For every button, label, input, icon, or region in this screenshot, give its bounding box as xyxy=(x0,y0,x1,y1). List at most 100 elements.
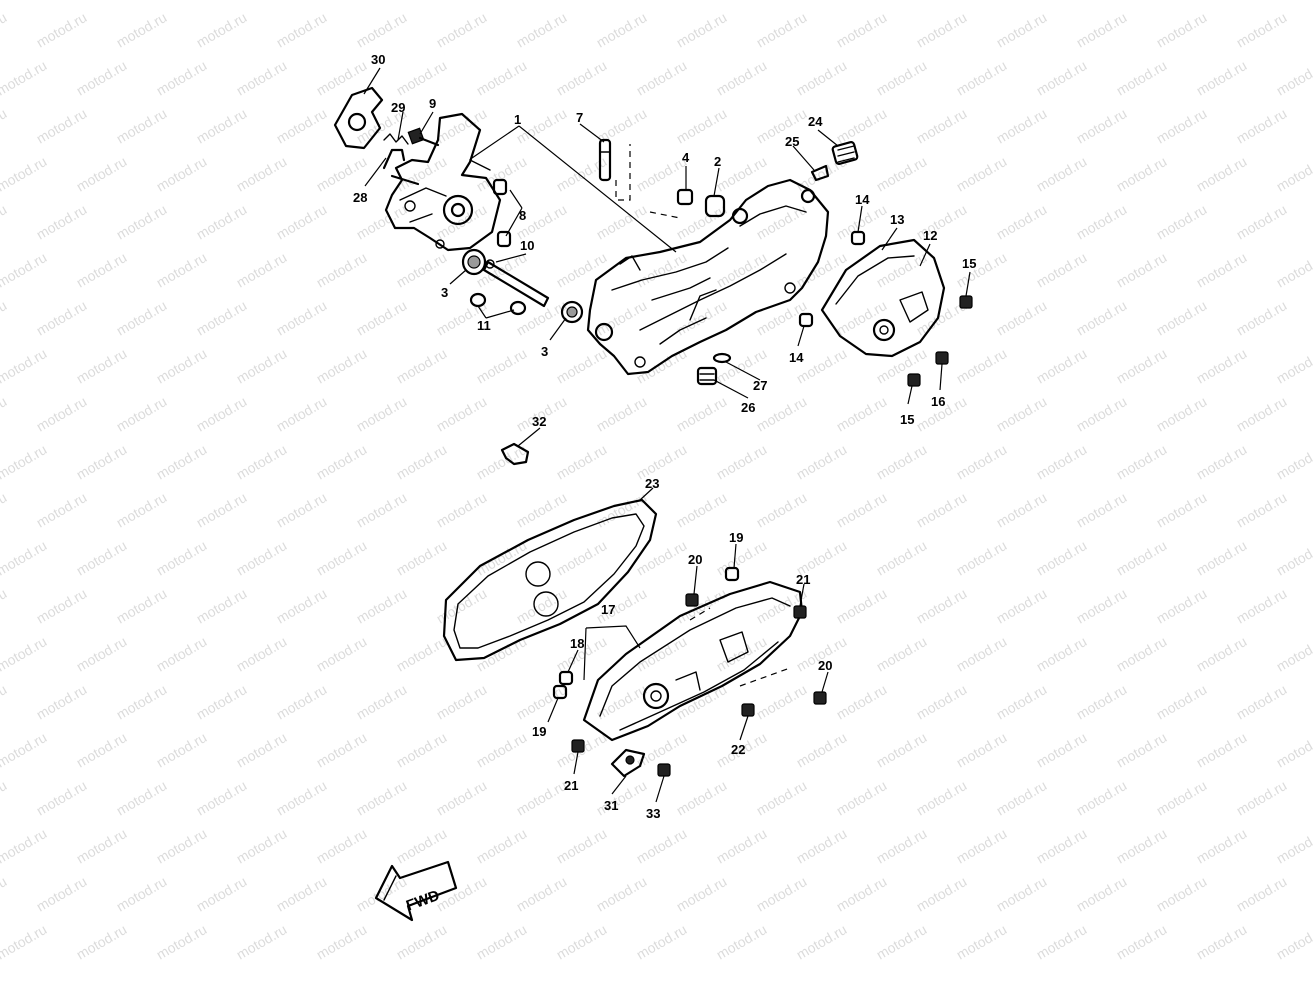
watermark-text: motod.ru xyxy=(794,249,850,290)
watermark-text: motod.ru xyxy=(554,57,610,98)
callout-30: 30 xyxy=(371,52,385,67)
watermark-text: motod.ru xyxy=(1274,57,1314,98)
part-plug-24 xyxy=(831,141,859,165)
watermark-text: motod.ru xyxy=(794,441,850,482)
watermark-text: motod.ru xyxy=(1074,489,1130,530)
watermark-text: motod.ru xyxy=(514,873,570,914)
watermark-text: motod.ru xyxy=(74,0,130,3)
watermark-text: motod.ru xyxy=(154,441,210,482)
watermark-text: motod.ru xyxy=(1234,393,1290,434)
watermark-text: motod.ru xyxy=(514,585,570,626)
watermark-text: motod.ru xyxy=(1154,297,1210,338)
watermark-text: motod.ru xyxy=(434,393,490,434)
callout-24: 24 xyxy=(808,114,823,129)
callout-3: 3 xyxy=(441,285,448,300)
watermark-text: motod.ru xyxy=(274,681,330,722)
watermark-text: motod.ru xyxy=(74,345,130,386)
watermark-text: motod.ru xyxy=(754,105,810,146)
watermark-text: motod.ru xyxy=(794,0,850,3)
watermark-text: motod.ru xyxy=(794,729,850,770)
watermark-text: motod.ru xyxy=(954,825,1010,866)
watermark-text: motod.ru xyxy=(994,9,1050,50)
watermark-text: motod.ru xyxy=(1034,921,1090,962)
watermark-text: motod.ru xyxy=(834,681,890,722)
watermark-text: motod.ru xyxy=(194,489,250,530)
watermark-text: motod.ru xyxy=(234,537,290,578)
watermark-text: motod.ru xyxy=(1114,729,1170,770)
part-bolt-21-upper xyxy=(793,605,807,619)
watermark-text: motod.ru xyxy=(754,489,810,530)
watermark-text: motod.ru xyxy=(274,201,330,242)
watermark-text: motod.ru xyxy=(1034,825,1090,866)
watermark-text: motod.ru xyxy=(834,777,890,818)
watermark-text: motod.ru xyxy=(834,585,890,626)
callout-7: 7 xyxy=(576,110,583,125)
watermark-text: motod.ru xyxy=(994,105,1050,146)
watermark-text: motod.ru xyxy=(194,585,250,626)
watermark-text: motod.ru xyxy=(314,921,370,962)
part-pin-7 xyxy=(598,138,612,182)
watermark-text: motod.ru xyxy=(874,633,930,674)
watermark-text: motod.ru xyxy=(674,489,730,530)
callout-22: 22 xyxy=(731,742,745,757)
part-bolt-33 xyxy=(657,763,671,777)
watermark-text: motod.ru xyxy=(914,489,970,530)
watermark-text: motod.ru xyxy=(194,393,250,434)
watermark-text: motod.ru xyxy=(194,201,250,242)
callout-15: 15 xyxy=(900,412,914,427)
watermark-text: motod.ru xyxy=(514,777,570,818)
watermark-text: motod.ru xyxy=(194,873,250,914)
watermark-text: motod.ru xyxy=(1034,57,1090,98)
watermark-text: motod.ru xyxy=(1074,297,1130,338)
watermark-text: motod.ru xyxy=(314,345,370,386)
watermark-text: motod.ru xyxy=(954,153,1010,194)
watermark-text: motod.ru xyxy=(1194,0,1250,3)
watermark-text: motod.ru xyxy=(474,345,530,386)
callout-16: 16 xyxy=(931,394,945,409)
watermark-text: motod.ru xyxy=(154,0,210,3)
watermark-text: motod.ru xyxy=(794,921,850,962)
watermark-text: motod.ru xyxy=(914,105,970,146)
callout-33: 33 xyxy=(646,806,660,821)
watermark-text: motod.ru xyxy=(34,873,90,914)
watermark-text: motod.ru xyxy=(474,921,530,962)
part-bearing-3-right xyxy=(560,300,584,324)
watermark-text: motod.ru xyxy=(594,681,650,722)
watermark-text: motod.ru xyxy=(594,393,650,434)
watermark-text: motod.ru xyxy=(1194,57,1250,98)
watermark-text: motod.ru xyxy=(1074,873,1130,914)
watermark-text: motod.ru xyxy=(0,249,49,290)
watermark-text: motod.ru xyxy=(0,201,9,242)
watermark-text: motod.ru xyxy=(274,393,330,434)
watermark-text: motod.ru xyxy=(474,729,530,770)
part-25 xyxy=(810,164,830,182)
watermark-text: motod.ru xyxy=(394,921,450,962)
watermark-text: motod.ru xyxy=(114,297,170,338)
watermark-text: motod.ru xyxy=(34,681,90,722)
watermark-text: motod.ru xyxy=(1114,921,1170,962)
watermark-text: motod.ru xyxy=(954,345,1010,386)
watermark-text: motod.ru xyxy=(754,393,810,434)
watermark-text: motod.ru xyxy=(954,729,1010,770)
watermark-text: motod.ru xyxy=(114,9,170,50)
callout-4: 4 xyxy=(682,150,690,165)
watermark-text: motod.ru xyxy=(74,633,130,674)
watermark-text: motod.ru xyxy=(354,585,410,626)
watermark-text: motod.ru xyxy=(154,249,210,290)
watermark-text: motod.ru xyxy=(1194,921,1250,962)
watermark-text: motod.ru xyxy=(0,729,49,770)
watermark-text: motod.ru xyxy=(1234,489,1290,530)
watermark-text: motod.ru xyxy=(154,633,210,674)
watermark-text: motod.ru xyxy=(1274,441,1314,482)
watermark-text: motod.ru xyxy=(1034,345,1090,386)
watermark-text: motod.ru xyxy=(1274,825,1314,866)
watermark-text: motod.ru xyxy=(354,393,410,434)
watermark-text: motod.ru xyxy=(274,9,330,50)
watermark-text: motod.ru xyxy=(1034,153,1090,194)
watermark-text: motod.ru xyxy=(1274,729,1314,770)
watermark-text: motod.ru xyxy=(434,585,490,626)
part-shaft-10 xyxy=(482,259,550,308)
watermark-text: motod.ru xyxy=(874,249,930,290)
watermark-text: motod.ru xyxy=(194,9,250,50)
watermark-text: motod.ru xyxy=(314,633,370,674)
